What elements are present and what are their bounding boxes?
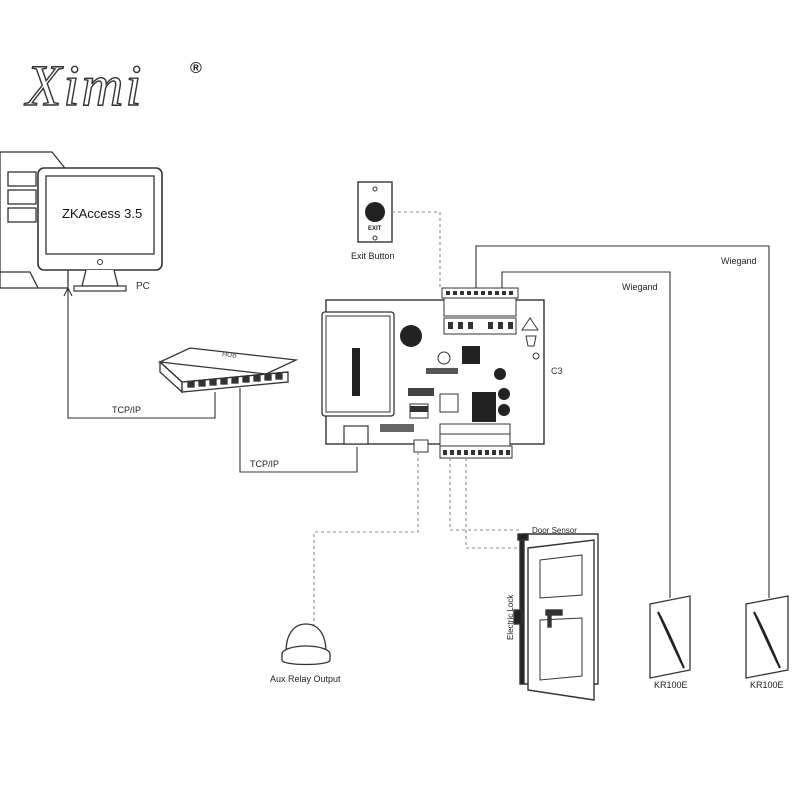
pc-monitor [37,167,163,292]
network-hub [157,347,299,394]
exit-button-label: Exit Button [351,251,395,261]
tcpip-label-panel: TCP/IP [250,459,280,469]
tcpip-wiring [63,287,358,473]
door [513,533,599,701]
registered-mark: ® [190,60,202,77]
panel-label: C3 [551,366,563,376]
brand-logo: Ximi [25,52,144,118]
aux-relay-label: Aux Relay Output [270,674,341,684]
wiegand-label-1: Wiegand [721,256,757,266]
reader-label-1: KR100E [654,680,688,690]
reader-label-2: KR100E [750,680,784,690]
aux-relay-siren [281,623,331,666]
wiegand-label-2: Wiegand [622,282,658,292]
electric-lock-label: Electric Lock [506,594,515,640]
wiegand-wiring [475,245,770,598]
hub-label: HUB [221,351,238,360]
card-reader-2 [745,595,789,679]
exit-button[interactable] [357,181,393,243]
dashed-wiring [313,211,522,630]
card-reader-1 [649,595,691,679]
exit-plate-text: EXIT [368,226,382,232]
pc-screen-text: ZKAccess 3.5 [62,206,143,221]
tcpip-label-pc: TCP/IP [112,405,142,415]
c3-controller-panel [321,287,545,459]
pc-label: PC [136,281,150,292]
door-sensor-label: Door Sensor [532,526,577,535]
